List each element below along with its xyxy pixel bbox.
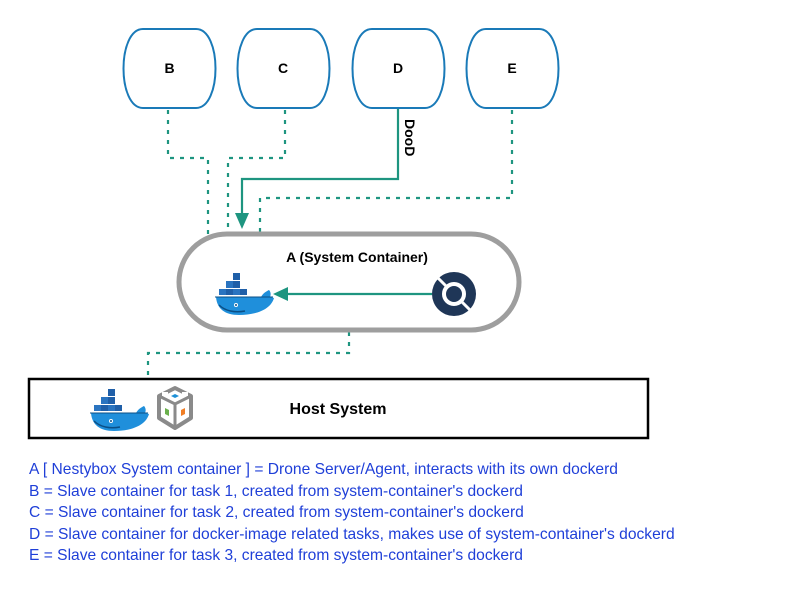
node-a-label: A (System Container) [286,249,428,265]
node-d-label: D [393,60,403,76]
connector-b-to-a [166,110,210,240]
legend-item-a: A [ Nestybox System container ] = Drone … [29,461,618,478]
drone-to-docker-arrow [273,287,432,301]
connector-a-to-host [146,332,351,378]
node-d[interactable]: D [351,28,446,109]
node-b-label: B [164,60,174,76]
host-system[interactable]: Host System [27,377,650,440]
node-a-system-container[interactable]: A (System Container) [176,231,522,333]
legend: A [ Nestybox System container ] = Drone … [29,459,675,567]
drone-icon [432,272,476,316]
legend-item-b: B = Slave container for task 1, created … [29,482,523,500]
node-e-label: E [507,60,516,76]
host-docker-whale-icon [90,389,149,431]
node-e[interactable]: E [465,28,560,109]
docker-whale-icon [215,273,274,315]
connector-e-to-a [258,110,514,232]
legend-item-c: C = Slave container for task 2, created … [29,504,524,521]
arrowhead-icon [235,213,249,229]
host-system-label: Host System [290,401,387,418]
connector-c-to-a [226,110,287,236]
node-c[interactable]: C [236,28,331,109]
legend-item-e: E = Slave container for task 3, created … [29,547,523,564]
node-c-label: C [278,60,288,76]
connector-d-to-a-dood [235,109,400,229]
node-b[interactable]: B [122,28,217,109]
dood-label: DooD [402,119,418,156]
legend-item-d: D = Slave container for docker-image rel… [29,525,675,543]
sysbox-cube-icon [157,386,193,430]
